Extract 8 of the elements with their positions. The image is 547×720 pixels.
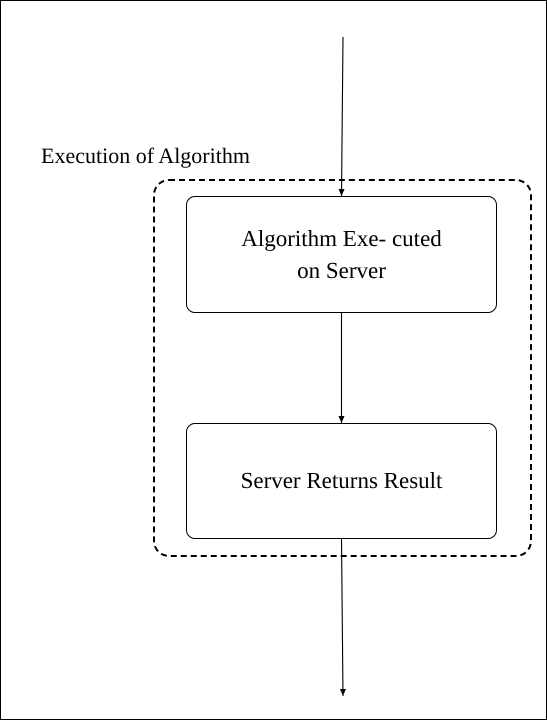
- group-title: Execution of Algorithm: [41, 143, 250, 169]
- box-label: Algorithm Exe- cuted on Server: [240, 225, 443, 284]
- arrow: [338, 313, 344, 423]
- arrow: [338, 37, 345, 196]
- process-box: [186, 423, 497, 539]
- process-box: [186, 196, 497, 313]
- arrow: [340, 539, 346, 696]
- box-label: Server Returns Result: [240, 467, 442, 496]
